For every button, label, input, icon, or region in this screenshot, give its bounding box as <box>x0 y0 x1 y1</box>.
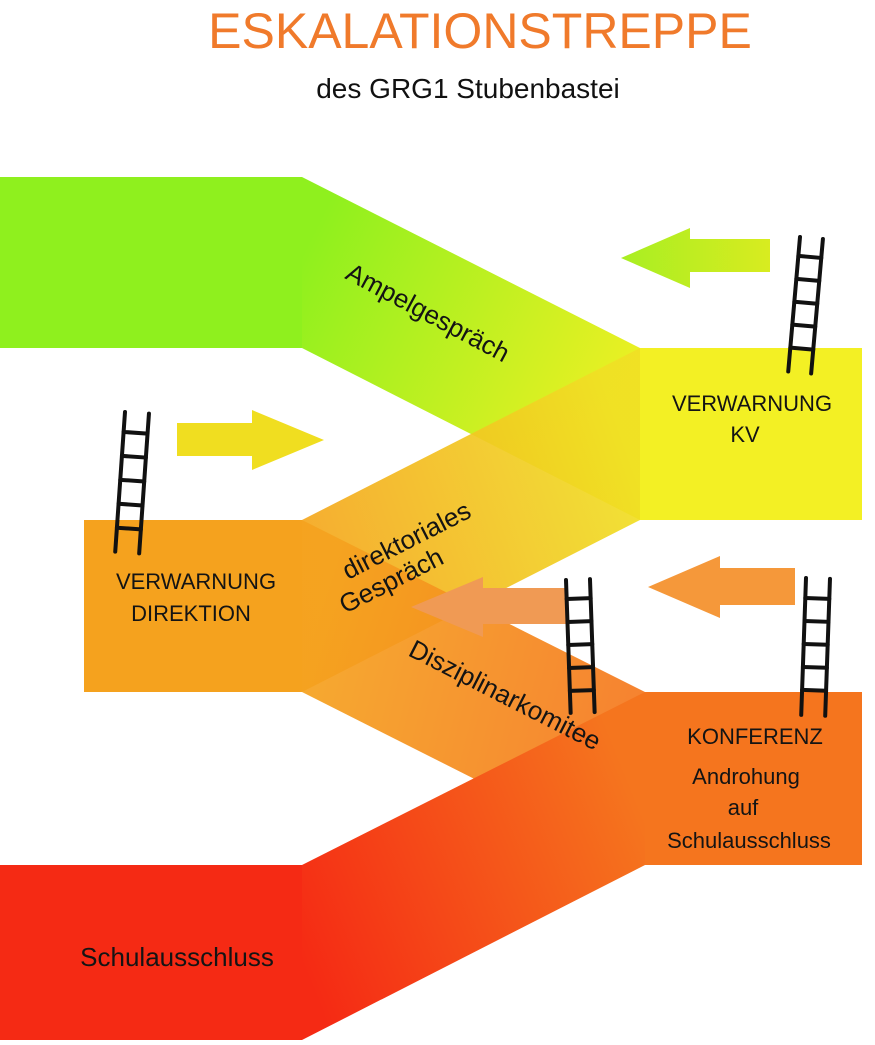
level-verwarnung-kv-band <box>640 348 862 520</box>
konferenz-line1: KONFERENZ <box>687 724 823 749</box>
arrow-right-icon <box>177 410 324 470</box>
ladder-icon <box>113 410 151 556</box>
arrow-left-icon <box>621 228 770 288</box>
konferenz-line2: Androhung <box>692 764 800 789</box>
level-green-band <box>0 177 302 348</box>
arrow-left-icon <box>648 556 795 618</box>
level-schulausschluss-band <box>0 865 302 1040</box>
konferenz-line4: Schulausschluss <box>667 828 831 853</box>
page-title: ESKALATIONSTREPPE <box>208 3 752 59</box>
arrow-left-icon <box>411 577 567 637</box>
verwarnung-direktion-line1: VERWARNUNG <box>116 569 276 594</box>
ladder-icon <box>786 235 825 376</box>
schulausschluss-label: Schulausschluss <box>80 942 274 972</box>
konferenz-line3: auf <box>728 795 759 820</box>
connector-schulausschluss <box>302 692 645 1040</box>
verwarnung-direktion-line2: DIREKTION <box>131 601 251 626</box>
ladder-icon <box>799 576 832 718</box>
verwarnung-kv-line2: KV <box>730 422 760 447</box>
level-verwarnung-direktion-band <box>84 520 302 692</box>
level-konferenz-band <box>645 692 862 865</box>
ladder-icon <box>564 577 597 715</box>
page-subtitle: des GRG1 Stubenbastei <box>316 73 620 104</box>
verwarnung-kv-line1: VERWARNUNG <box>672 391 832 416</box>
